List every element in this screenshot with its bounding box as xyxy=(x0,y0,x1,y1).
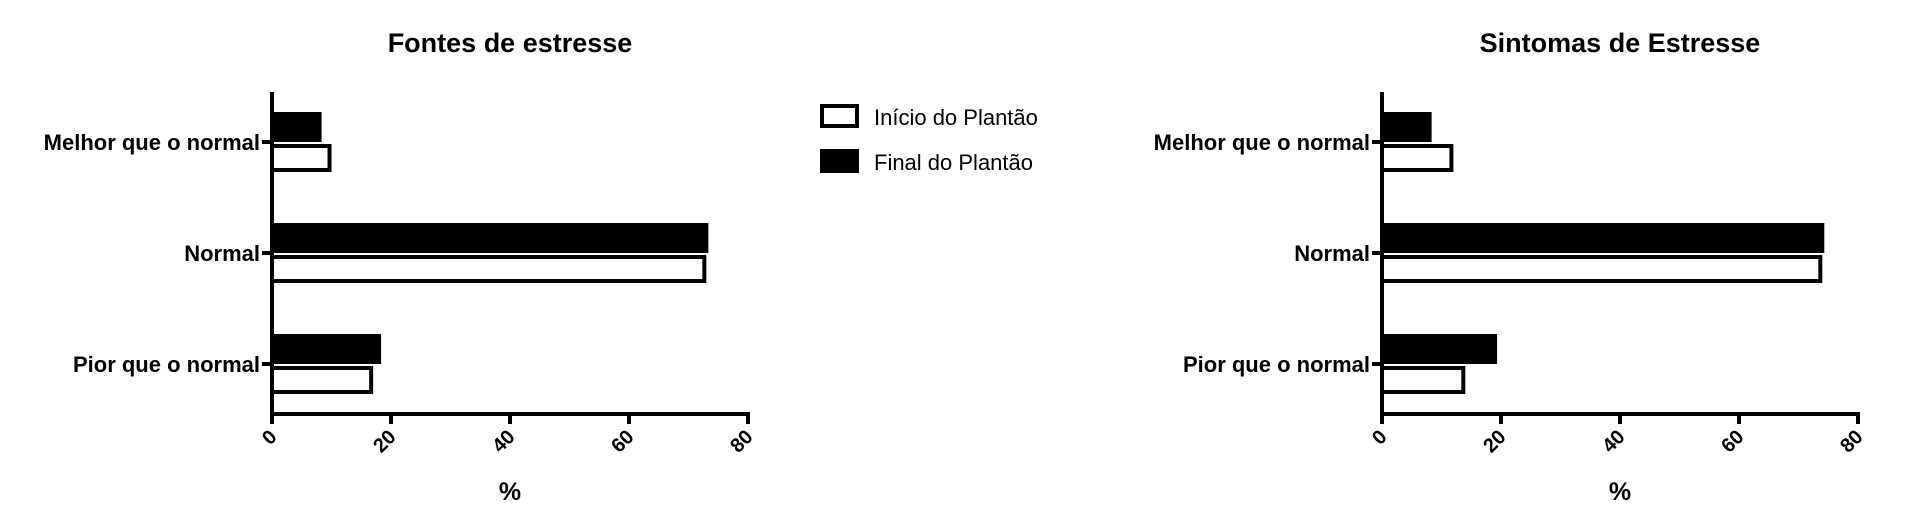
x-tick-label: 20 xyxy=(1479,426,1510,457)
x-axis-label: % xyxy=(1609,478,1631,506)
chart-title: Fontes de estresse xyxy=(388,28,633,58)
legend-label: Final do Plantão xyxy=(874,150,1033,175)
y-tick-label: Pior que o normal xyxy=(1183,352,1370,377)
legend-swatch-final xyxy=(820,149,859,173)
legend-swatch-inicio xyxy=(820,104,859,128)
x-tick-label: 0 xyxy=(1368,426,1391,449)
bar-inicio-do-plantao xyxy=(1380,366,1466,394)
bar-final-do-plantao xyxy=(270,334,382,364)
x-tick-label: 0 xyxy=(258,426,281,449)
bar-final-do-plantao xyxy=(1380,334,1498,364)
y-tick-label: Normal xyxy=(184,241,260,266)
bar-final-do-plantao xyxy=(1380,223,1825,253)
bar-inicio-do-plantao xyxy=(270,255,707,283)
legend-label: Início do Plantão xyxy=(874,105,1038,130)
x-tick-label: 80 xyxy=(1836,426,1867,457)
y-tick-label: Melhor que o normal xyxy=(1154,130,1370,155)
x-tick-label: 80 xyxy=(726,426,757,457)
x-tick-label: 60 xyxy=(607,426,638,457)
bar-inicio-do-plantao xyxy=(1380,255,1823,283)
bar-inicio-do-plantao xyxy=(270,144,332,172)
bar-final-do-plantao xyxy=(1380,112,1432,142)
bar-final-do-plantao xyxy=(270,112,322,142)
x-tick-label: 60 xyxy=(1717,426,1748,457)
x-axis-label: % xyxy=(499,478,521,506)
x-tick-label: 20 xyxy=(369,426,400,457)
x-tick-label: 40 xyxy=(488,426,519,457)
y-tick-label: Melhor que o normal xyxy=(44,130,260,155)
x-tick-label: 40 xyxy=(1598,426,1629,457)
bar-inicio-do-plantao xyxy=(270,366,374,394)
chart-title: Sintomas de Estresse xyxy=(1480,28,1761,58)
y-tick-label: Normal xyxy=(1294,241,1370,266)
bar-final-do-plantao xyxy=(270,223,709,253)
bar-inicio-do-plantao xyxy=(1380,144,1454,172)
y-tick-label: Pior que o normal xyxy=(73,352,260,377)
